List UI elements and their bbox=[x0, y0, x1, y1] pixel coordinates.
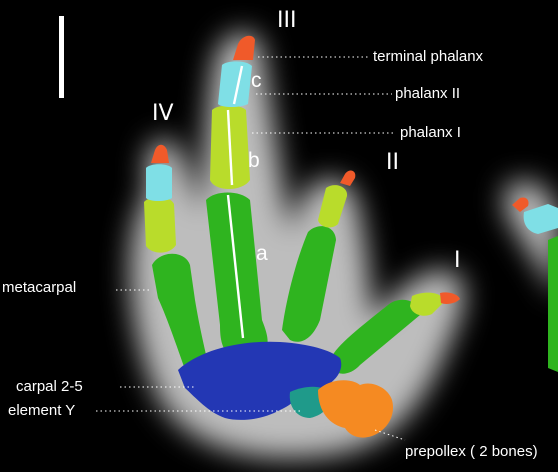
label-element-y: element Y bbox=[8, 403, 75, 418]
segment-label-b: b bbox=[248, 150, 260, 171]
label-prepollex: prepollex ( 2 bones) bbox=[405, 444, 538, 459]
label-metacarpal: metacarpal bbox=[2, 280, 76, 295]
digit-iv-phalanx-1 bbox=[144, 197, 176, 253]
digit-label-iv: IV bbox=[152, 103, 174, 125]
digit-label-ii: II bbox=[386, 152, 399, 174]
partial-metacarpal bbox=[548, 236, 558, 372]
digit-ii-terminal bbox=[340, 171, 355, 186]
scale-bar bbox=[59, 16, 64, 98]
digit-label-i: I bbox=[454, 250, 461, 272]
label-phalanx-ii: phalanx II bbox=[395, 86, 460, 101]
digit-iv-phalanx-2 bbox=[146, 164, 172, 201]
label-carpal: carpal 2-5 bbox=[16, 379, 83, 394]
segment-label-a: a bbox=[256, 243, 268, 264]
label-terminal-phalanx: terminal phalanx bbox=[373, 49, 483, 64]
segment-label-c: c bbox=[251, 70, 262, 91]
label-phalanx-i: phalanx I bbox=[400, 125, 461, 140]
digit-label-iii: III bbox=[277, 10, 296, 32]
